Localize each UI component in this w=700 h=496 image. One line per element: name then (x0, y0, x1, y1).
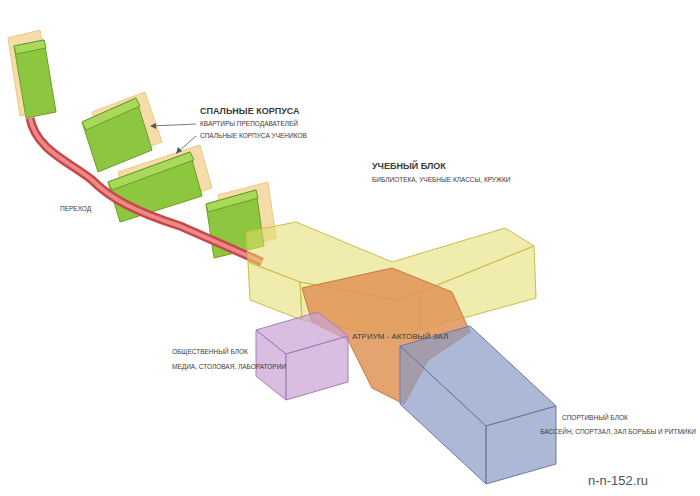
block-subtitle: КВАРТИРЫ ПРЕПОДАВАТЕЛЕЙ (200, 120, 298, 127)
atrium-label: АТРИУМ - АКТОВЫЙ ЗАЛ (352, 332, 448, 341)
block-subtitle: МЕДИА, СТОЛОВАЯ, ЛАБОРАТОРИИ (172, 363, 286, 370)
block-subtitle: БИБЛИОТЕКА, УЧЕБНЫЕ КЛАССЫ, КРУЖКИ (372, 176, 510, 183)
block-subtitle: БАССЕЙН, СПОРТЗАЛ, ЗАЛ БОРЬБЫ И РИТМИКИ (540, 428, 696, 435)
block-title: ОБЩЕСТВЕННЫЙ БЛОК (172, 348, 248, 355)
block-title: УЧЕБНЫЙ БЛОК (372, 161, 446, 171)
corridor-label: ПЕРЕХОД (60, 205, 91, 212)
watermark: n-n-152.ru (588, 474, 648, 489)
block-title: СПОРТИВНЫЙ БЛОК (562, 414, 628, 421)
block-subtitle: СПАЛЬНЫЕ КОРПУСА УЧЕНИКОВ (200, 132, 307, 139)
block-title: СПАЛЬНЫЕ КОРПУСА (200, 106, 300, 116)
